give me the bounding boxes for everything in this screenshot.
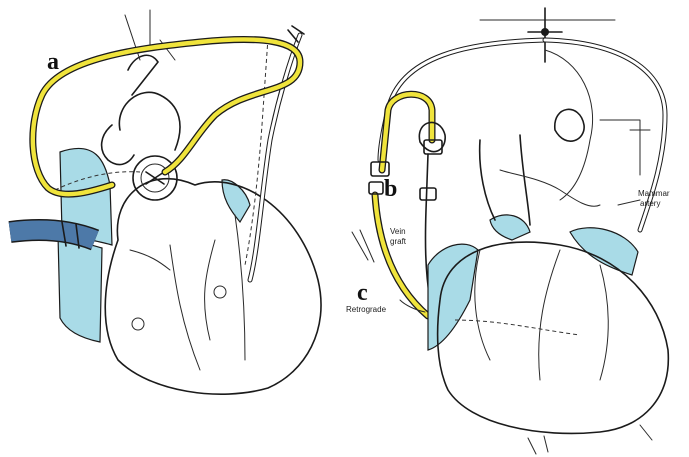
- right-heart-vessel-2: [539, 250, 560, 380]
- right-aortic-arch-line: [500, 170, 600, 206]
- right-blue-tissue-right: [570, 228, 638, 275]
- mammary-artery-bracket: [600, 120, 650, 175]
- left-aortic-root: [119, 92, 180, 150]
- connector-mid-2: [420, 188, 436, 200]
- left-blue-tissue-right: [222, 180, 250, 222]
- label-vein-graft-line2: graft: [390, 237, 407, 246]
- left-blue-tissue-lower: [58, 235, 102, 342]
- left-panel-heart-illustration: a: [10, 10, 321, 394]
- mammary-leader: [618, 200, 640, 205]
- left-heart-vessel-3: [205, 240, 215, 340]
- label-mammary-line1: Mammar: [638, 189, 670, 198]
- left-heart-vessel-2: [235, 215, 245, 360]
- right-heart-vessel-3: [600, 265, 608, 380]
- right-blue-tissue-aortic: [490, 215, 530, 240]
- left-right-atrium: [102, 125, 134, 165]
- yellow-tube-c-lower-outline: [375, 195, 428, 316]
- venous-cannula: [10, 230, 95, 240]
- right-aorta: [480, 135, 530, 225]
- cannula-bulb-right: [555, 109, 584, 141]
- left-heart-spot-2: [132, 318, 144, 330]
- panel-label-b: b: [384, 176, 397, 202]
- left-heart-spot-1: [214, 286, 226, 298]
- panel-label-c: c: [357, 280, 368, 306]
- left-heart-surface-line: [130, 250, 170, 270]
- left-aortic-arch: [128, 55, 158, 95]
- right-tube-middle: [545, 50, 593, 200]
- label-mammary-line2: artery: [640, 199, 660, 208]
- manifold-stopcock-hub: [541, 28, 549, 36]
- left-heart-outline: [105, 179, 321, 394]
- yellow-tube-c-lower: [375, 195, 428, 316]
- label-retrograde: Retrograde: [346, 305, 387, 314]
- right-heart-apex-marks: [528, 425, 652, 454]
- coronary-ostium-cannula-tip: [146, 172, 164, 184]
- right-heart-vessel-1: [475, 250, 490, 360]
- panel-label-a: a: [47, 49, 59, 75]
- label-vein-graft-line1: Vein: [390, 227, 406, 236]
- right-blue-tissue-left: [428, 244, 478, 350]
- left-white-tube: [250, 35, 300, 280]
- yellow-tube-b-upper: [382, 94, 432, 170]
- right-panel-heart-illustration: Mammar artery Vein graft Retrograde b c: [346, 8, 670, 454]
- right-heart-dashed-sinus: [455, 320, 580, 335]
- vein-graft-leaders: [352, 230, 374, 262]
- left-heart-vessel-1: [170, 245, 200, 370]
